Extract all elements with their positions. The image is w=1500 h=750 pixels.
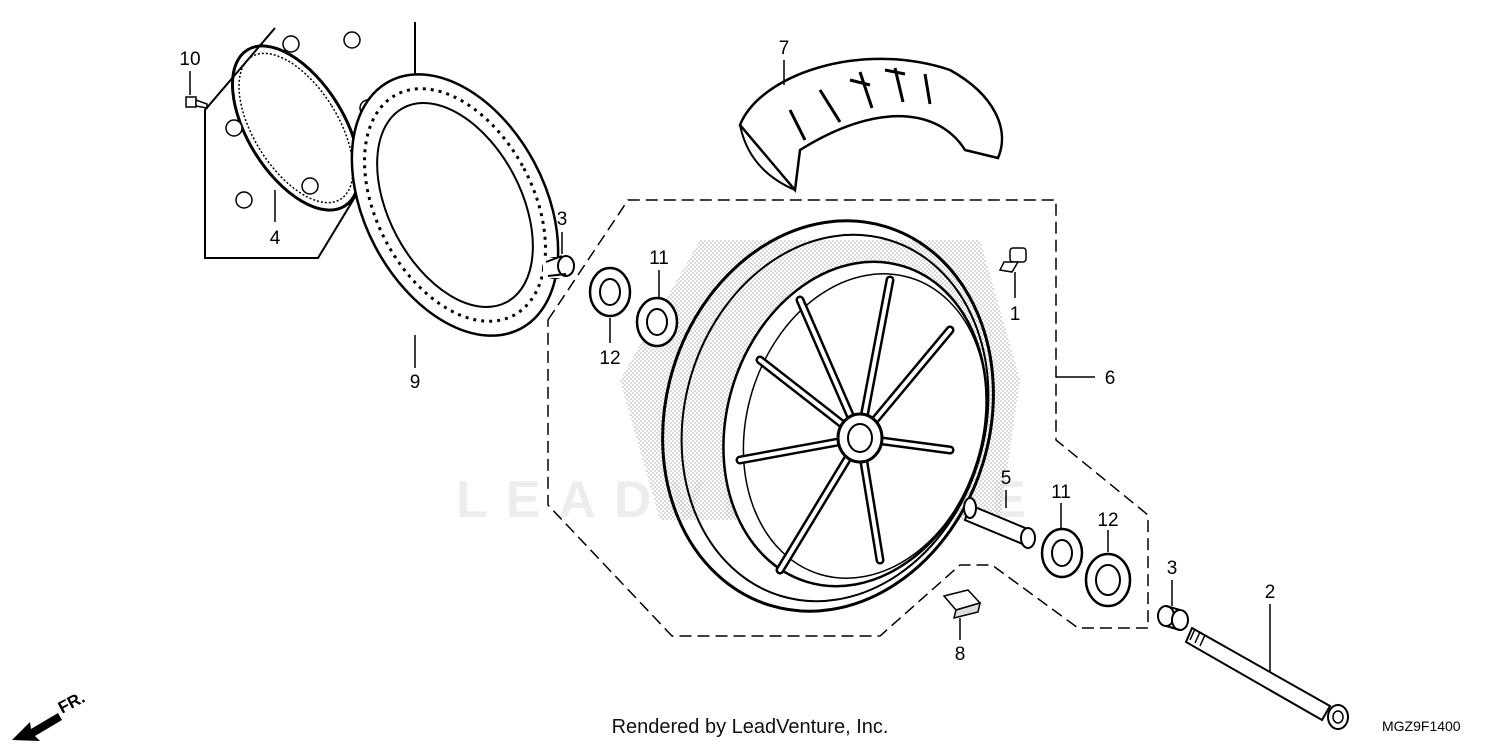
diagram-code: MGZ9F1400: [1382, 718, 1461, 734]
callout-10: 10: [179, 49, 200, 70]
collar-3-lower[interactable]: [1157, 605, 1189, 631]
callout-5: 5: [1001, 468, 1012, 489]
callout-6: 6: [1105, 368, 1116, 389]
bearing-11-lower[interactable]: [1040, 527, 1084, 579]
abs-ring-group[interactable]: [204, 22, 416, 259]
callout-3-lower: 3: [1167, 558, 1178, 579]
callout-4: 4: [270, 228, 281, 249]
collar-3-upper[interactable]: [542, 255, 575, 279]
callout-9: 9: [410, 372, 421, 393]
callout-11-upper: 11: [649, 248, 669, 269]
leader-lines: [189, 60, 1271, 672]
distance-collar-5[interactable]: [963, 497, 1036, 549]
bearing-12-upper[interactable]: [588, 266, 632, 318]
callout-1: 1: [1010, 304, 1021, 325]
brake-disc[interactable]: [310, 39, 600, 371]
valve-1[interactable]: [998, 247, 1027, 273]
render-credit: Rendered by LeadVenture, Inc.: [611, 716, 889, 738]
callout-12-upper: 12: [599, 348, 620, 369]
axle-2[interactable]: [1184, 626, 1349, 730]
callout-11-lower: 11: [1051, 482, 1071, 503]
callout-7: 7: [779, 38, 790, 59]
callout-8: 8: [955, 644, 966, 665]
bearing-11-upper[interactable]: [635, 296, 679, 348]
tire[interactable]: [738, 57, 1004, 193]
bolt-10[interactable]: [185, 96, 208, 109]
callout-12-lower: 12: [1097, 510, 1118, 531]
dust-seal-12-lower[interactable]: [1084, 552, 1132, 608]
wheel-assembly-outline: [547, 199, 1149, 637]
front-arrow-icon: [12, 713, 62, 741]
callout-3-upper: 3: [557, 209, 568, 230]
cast-wheel[interactable]: [615, 179, 1041, 652]
spacer-8[interactable]: [942, 589, 982, 620]
callout-2: 2: [1265, 582, 1276, 603]
